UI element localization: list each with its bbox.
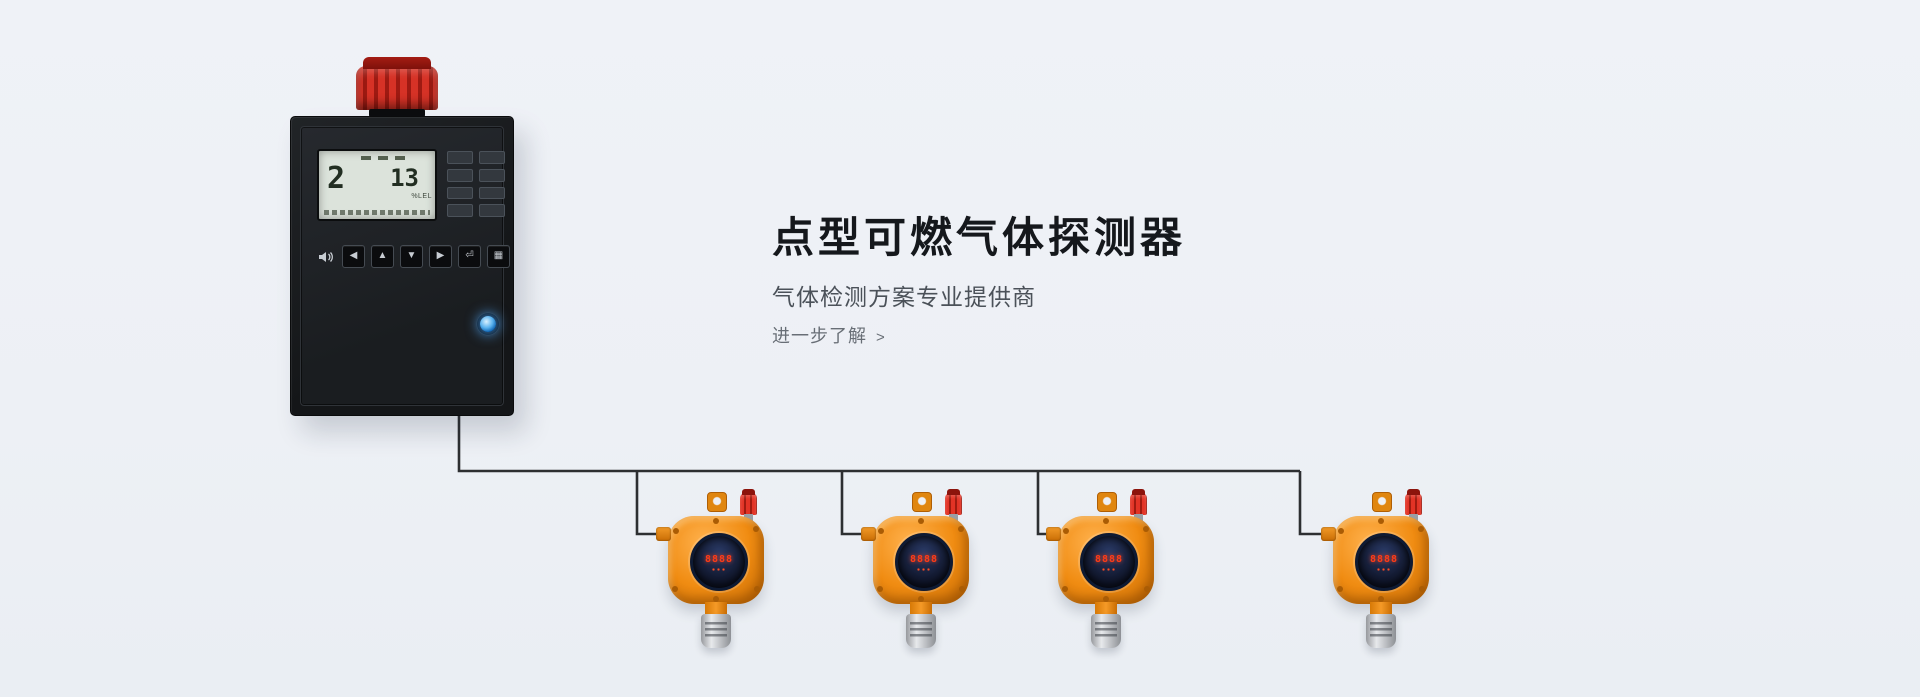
gas-detector: 8888: [656, 489, 776, 650]
keypad-button-down: ▼: [400, 245, 423, 268]
gas-detector: 8888: [861, 489, 981, 650]
branch-wire-1: [635, 471, 658, 536]
controller-alarm-beacon: [356, 57, 438, 117]
detector-body: 8888: [668, 516, 764, 604]
lcd-concentration-value: 13: [390, 164, 419, 192]
controller-keypad: ◀ ▲ ▼ ▶ ⏎ ▦: [316, 245, 510, 268]
keypad-button-left: ◀: [342, 245, 365, 268]
detector-neck: [910, 602, 932, 615]
detector-body: 8888: [873, 516, 969, 604]
mounting-bracket: [912, 492, 932, 512]
detector-reading: 8888: [704, 553, 734, 565]
branch-wire-4: [1298, 471, 1323, 536]
power-indicator-button: [477, 313, 499, 335]
sensor-probe: [906, 614, 936, 648]
detector-alarm-beacon: [1130, 489, 1147, 522]
keypad-button-right: ▶: [429, 245, 452, 268]
lcd-unit-label: %LEL: [411, 193, 432, 200]
detector-alarm-beacon: [1405, 489, 1422, 522]
detector-neck: [1095, 602, 1117, 615]
detector-neck: [1370, 602, 1392, 615]
trunk-wire: [457, 414, 1300, 473]
detector-status-leds: [916, 567, 932, 571]
cable-gland: [656, 527, 671, 541]
sensor-probe: [701, 614, 731, 648]
status-indicator: [447, 168, 473, 182]
gas-detector: 8888: [1321, 489, 1441, 650]
mounting-bracket: [1372, 492, 1392, 512]
detector-display: 8888: [1355, 533, 1413, 591]
housing-bolts: [673, 528, 679, 534]
lcd-display: 2 13 %LEL: [317, 149, 437, 221]
keypad-button-menu: ▦: [487, 245, 510, 268]
page-subtitle: 气体检测方案专业提供商: [772, 284, 1036, 310]
detector-reading: 8888: [1094, 553, 1124, 565]
keypad-button-enter: ⏎: [458, 245, 481, 268]
status-indicator: [447, 204, 473, 217]
housing-bolts: [1338, 528, 1344, 534]
controller-front-panel: 2 13 %LEL: [300, 126, 510, 406]
detector-body: 8888: [1333, 516, 1429, 604]
cable-gland: [1321, 527, 1336, 541]
detector-status-leds: [711, 567, 727, 571]
detector-neck: [705, 602, 727, 615]
status-indicator: [447, 186, 473, 200]
controller-enclosure: 2 13 %LEL: [290, 116, 514, 416]
housing-bolts: [878, 528, 884, 534]
learn-more-label: 进一步了解: [772, 326, 867, 346]
status-indicator: [479, 151, 505, 164]
status-indicator: [447, 151, 473, 164]
detector-reading: 8888: [1369, 553, 1399, 565]
detector-display: 8888: [895, 533, 953, 591]
mounting-bracket: [707, 492, 727, 512]
learn-more-link[interactable]: 进一步了解 >: [772, 322, 886, 348]
status-indicator: [479, 204, 505, 217]
lcd-status-text: [324, 210, 430, 215]
detector-status-leds: [1101, 567, 1117, 571]
branch-wire-2: [840, 471, 863, 536]
housing-bolts: [1063, 528, 1069, 534]
channel-indicator-panel: [447, 151, 505, 217]
sensor-probe: [1366, 614, 1396, 648]
gas-detector: 8888: [1046, 489, 1166, 650]
detector-alarm-beacon: [945, 489, 962, 522]
chevron-right-icon: >: [876, 329, 886, 346]
lcd-channel-value: 2: [327, 161, 346, 196]
detector-status-leds: [1376, 567, 1392, 571]
speaker-icon: [316, 247, 336, 267]
sensor-probe: [1091, 614, 1121, 648]
cable-gland: [861, 527, 876, 541]
detector-alarm-beacon: [740, 489, 757, 522]
status-indicator: [479, 168, 505, 182]
mounting-bracket: [1097, 492, 1117, 512]
detector-reading: 8888: [909, 553, 939, 565]
detector-display: 8888: [1080, 533, 1138, 591]
detector-body: 8888: [1058, 516, 1154, 604]
detector-display: 8888: [690, 533, 748, 591]
keypad-button-up: ▲: [371, 245, 394, 268]
status-indicator: [479, 186, 505, 200]
cable-gland: [1046, 527, 1061, 541]
page-title: 点型可燃气体探测器: [772, 214, 1187, 261]
lcd-header-text: [361, 156, 405, 160]
gas-alarm-controller: 2 13 %LEL: [290, 57, 514, 416]
